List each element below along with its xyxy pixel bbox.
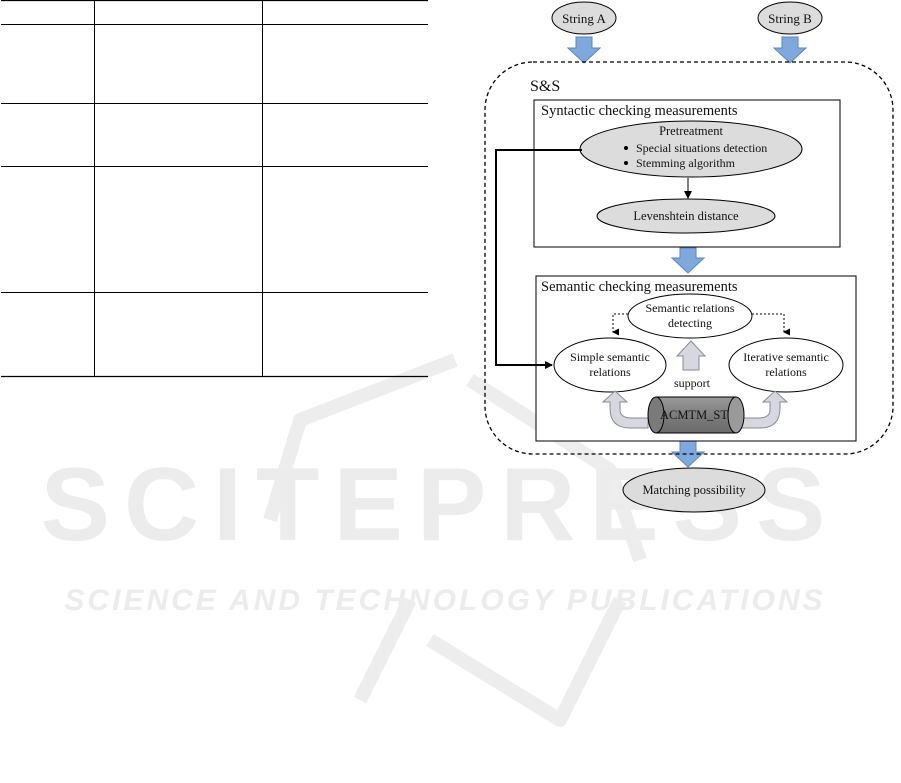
table [1, 0, 428, 378]
arrow-down-icon [670, 440, 706, 468]
pretreatment-label: Pretreatment [659, 124, 723, 138]
table-grid [1, 0, 428, 378]
database-cylinder-icon [647, 396, 745, 434]
levenshtein-node [596, 198, 776, 234]
syntactic-title: Syntactic checking measurements [541, 103, 738, 119]
support-label: support [674, 376, 711, 390]
string-a-label: String A [562, 11, 606, 26]
matching-possibility-label: Matching possibility [642, 483, 746, 497]
arrow-down-icon [670, 247, 706, 274]
database-label: ACMTM_ST [660, 408, 728, 422]
string-b-node [757, 1, 823, 35]
bullet-icon [624, 146, 628, 150]
curved-arrow-icon [739, 390, 789, 429]
dotted-connector [612, 313, 628, 336]
iterative-relations-label: relations [765, 365, 807, 379]
arrow-down-icon [772, 36, 808, 64]
pretreatment-bullet: Stemming algorithm [636, 156, 736, 170]
simple-relations-label: Simple semantic [570, 350, 650, 364]
watermark-tagline: SCIENCE AND TECHNOLOGY PUBLICATIONS [64, 584, 825, 617]
support-up-arrow-icon [675, 340, 707, 371]
watermark-emblem [263, 353, 647, 727]
iterative-relations-node [728, 337, 844, 393]
detecting-label: detecting [668, 316, 712, 330]
bypass-connector [495, 149, 582, 369]
detecting-label: Semantic relations [646, 301, 735, 315]
string-a-node [551, 1, 617, 35]
string-b-label: String B [768, 11, 812, 26]
iterative-relations-label: Iterative semantic [743, 350, 829, 364]
curved-arrow-icon [601, 390, 649, 429]
sns-label: S&S [530, 78, 560, 95]
detecting-node [627, 293, 753, 339]
sns-container [484, 61, 894, 455]
bullet-icon [624, 161, 628, 165]
arrow-down-icon [566, 36, 602, 64]
simple-relations-label: relations [589, 365, 631, 379]
dotted-connector [752, 313, 790, 336]
matching-possibility-node [622, 467, 766, 513]
pretreatment-bullet: Special situations detection [636, 141, 767, 155]
simple-relations-node [553, 337, 667, 393]
levenshtein-label: Levenshtein distance [633, 209, 739, 223]
semantic-title: Semantic checking measurements [541, 279, 738, 295]
